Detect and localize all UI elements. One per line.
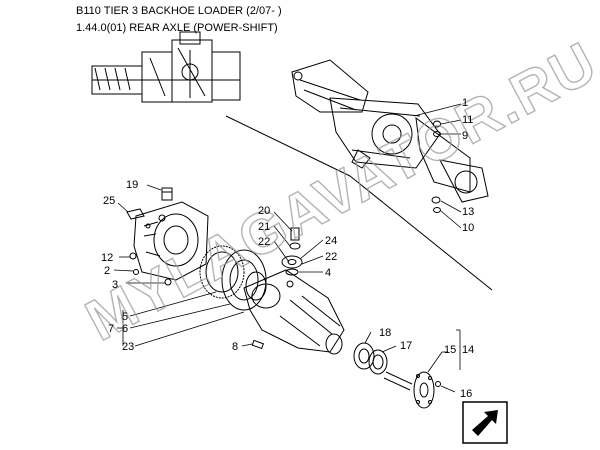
axle-housing-drawing xyxy=(243,269,345,355)
leader-lines xyxy=(113,103,462,393)
callout-18: 18 xyxy=(379,327,391,339)
callout-21: 21 xyxy=(258,221,270,233)
part-9-drawing xyxy=(433,131,441,137)
callout-19: 19 xyxy=(126,179,138,191)
callout-22-lower: 22 xyxy=(325,251,337,263)
part-12-drawing xyxy=(129,252,137,260)
callout-12: 12 xyxy=(101,252,113,264)
callout-13: 13 xyxy=(462,206,474,218)
callout-11: 11 xyxy=(462,114,473,126)
part-3-drawing xyxy=(164,278,172,286)
callout-24: 24 xyxy=(325,235,337,247)
callout-10: 10 xyxy=(462,222,474,234)
part-18-bearing-drawing xyxy=(353,342,375,370)
callout-3: 3 xyxy=(112,279,118,291)
part-11-drawing xyxy=(433,120,441,128)
callout-22-upper: 22 xyxy=(258,236,270,248)
part-15-flange-shaft-drawing xyxy=(383,371,435,409)
part-25-drawing xyxy=(126,208,145,220)
guide-line xyxy=(225,115,351,177)
watermark-text: MYLAGAVATOR.RU xyxy=(76,29,600,353)
part-10-drawing xyxy=(433,207,441,213)
part-19-drawing xyxy=(161,187,173,201)
part-8-drawing xyxy=(251,339,265,350)
guide-line xyxy=(349,175,493,291)
callout-7: 7 xyxy=(108,323,114,335)
callout-1: 1 xyxy=(462,97,468,109)
callout-17: 17 xyxy=(400,340,412,352)
page-subtitle: 1.44.0(01) REAR AXLE (POWER-SHIFT) xyxy=(76,22,278,34)
assembled-axle-drawing xyxy=(291,59,489,203)
callout-6: 6 xyxy=(122,323,128,335)
callout-8: 8 xyxy=(232,341,238,353)
page-title: B110 TIER 3 BACKHOE LOADER (2/07- ) xyxy=(76,5,282,17)
callout-2: 2 xyxy=(104,265,110,277)
callout-15: 15 xyxy=(444,344,456,356)
part-2-drawing xyxy=(133,269,139,275)
callout-14: 14 xyxy=(462,344,474,356)
ring-gear-drawing xyxy=(199,245,267,311)
thumbnail-axle-overview xyxy=(91,31,241,103)
differential-housing-drawing xyxy=(133,201,209,281)
callout-5: 5 xyxy=(122,311,128,323)
callout-16: 16 xyxy=(460,388,472,400)
part-24-22-4-drawing xyxy=(281,255,303,276)
part-16-drawing xyxy=(435,381,441,387)
callout-23: 23 xyxy=(122,341,134,353)
callout-20: 20 xyxy=(258,205,270,217)
callout-4: 4 xyxy=(325,267,331,279)
next-page-arrow-icon[interactable] xyxy=(462,401,508,444)
part-17-seal-drawing xyxy=(368,349,388,375)
part-callouts: 1 11 9 13 10 19 25 12 2 3 20 21 22 24 22… xyxy=(101,97,474,400)
callout-9: 9 xyxy=(462,130,468,142)
callout-25: 25 xyxy=(103,195,115,207)
part-13-drawing xyxy=(431,196,441,204)
